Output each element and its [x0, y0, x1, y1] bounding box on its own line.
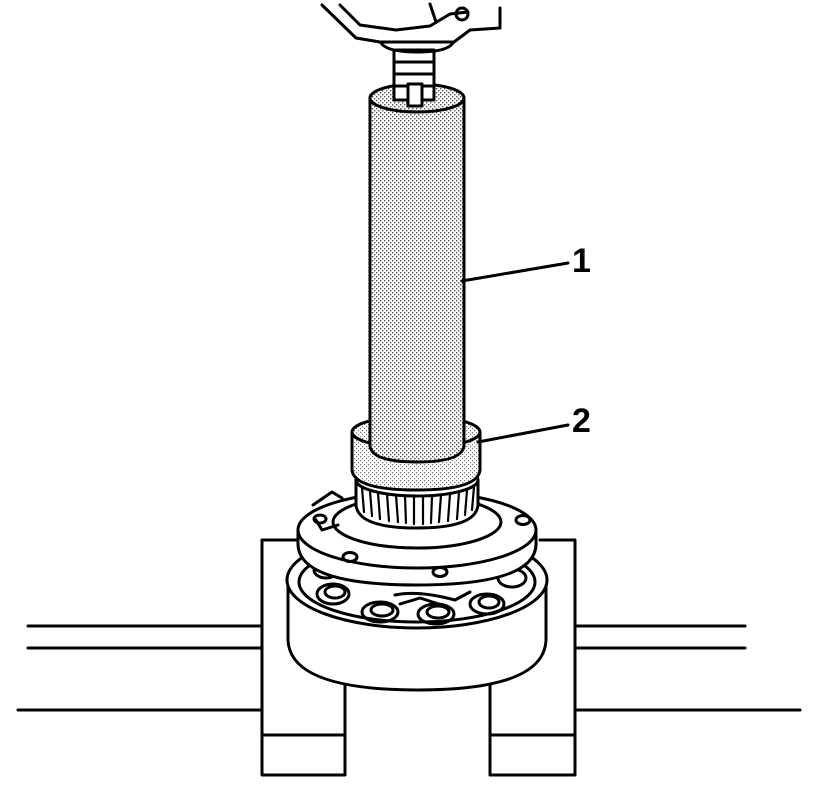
press-ram [320, 2, 502, 108]
bench-rails [16, 624, 802, 712]
installer-tube [368, 82, 466, 464]
callout-2-label: 2 [572, 402, 591, 440]
leader-lines [460, 261, 570, 444]
callout-1-label: 1 [572, 242, 591, 280]
